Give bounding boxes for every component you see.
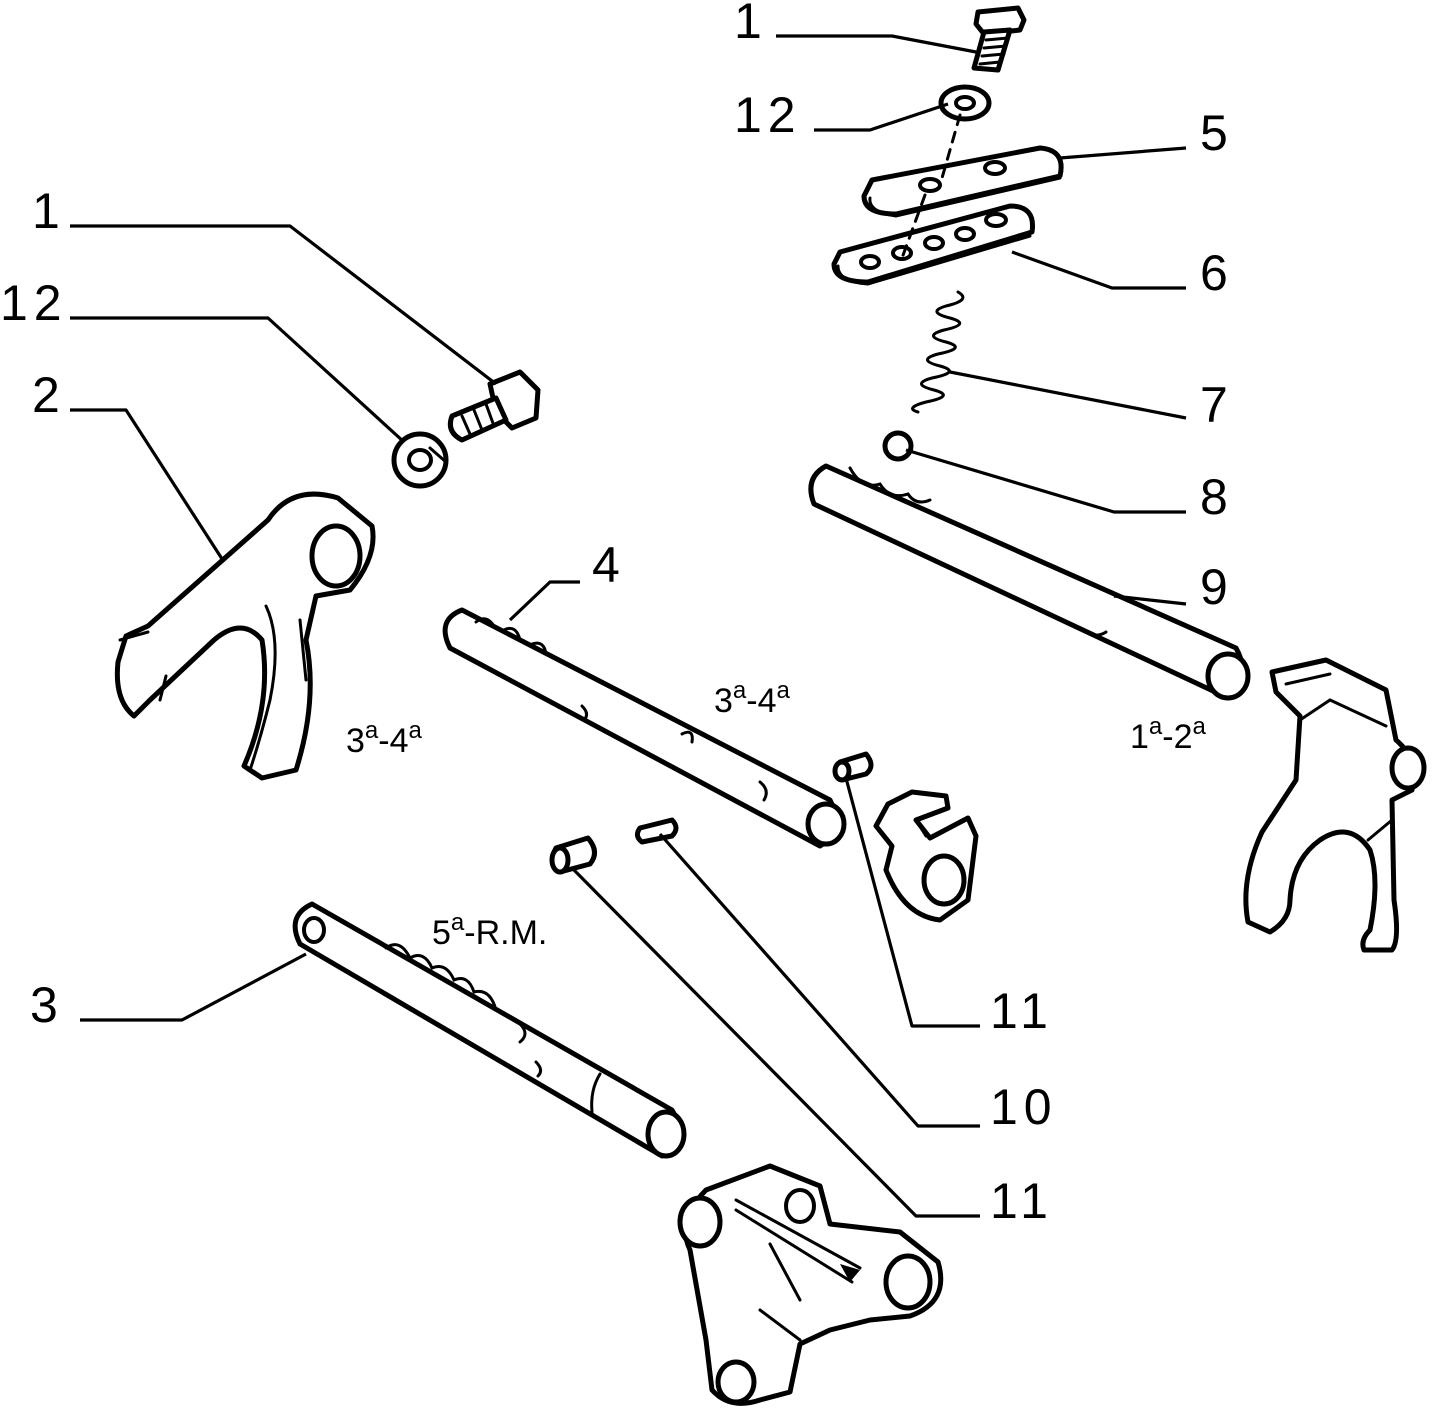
part-11-pin-upper bbox=[832, 751, 874, 783]
callout-6: 6 bbox=[1200, 245, 1234, 301]
callout-7: 7 bbox=[1200, 377, 1234, 433]
callout-3: 3 bbox=[30, 977, 64, 1033]
gear-label-sep: - bbox=[378, 722, 389, 760]
part-1-bolt-left bbox=[447, 369, 541, 443]
callout-11-lower: 11 bbox=[990, 1173, 1054, 1229]
part-7-spring bbox=[911, 290, 965, 414]
selector-block bbox=[873, 789, 979, 923]
callout-8: 8 bbox=[1200, 469, 1234, 525]
part-5-plate bbox=[861, 145, 1064, 218]
callout-1-left: 1 bbox=[32, 183, 66, 239]
gear-label-base: 4 bbox=[758, 682, 777, 720]
leader-7 bbox=[949, 370, 1187, 420]
leader-3 bbox=[80, 952, 307, 1022]
part-2-fork bbox=[114, 491, 376, 781]
part-12-washer-top bbox=[938, 84, 992, 122]
callout-12-left: 12 bbox=[0, 275, 68, 331]
gear-label-fork-3-4: 3a-4a bbox=[346, 717, 423, 760]
gear-label-sup: a bbox=[451, 909, 465, 936]
leader-9 bbox=[1113, 594, 1187, 606]
callout-12-top: 12 bbox=[734, 87, 802, 143]
callout-4: 4 bbox=[592, 537, 626, 593]
part-8-ball bbox=[882, 430, 914, 462]
leader-6 bbox=[1011, 250, 1186, 290]
gear-label-sep: - bbox=[1162, 718, 1173, 756]
part-12-washer-left bbox=[391, 431, 449, 489]
gear-label-base: 1 bbox=[1130, 718, 1149, 756]
gear-label-sup: a bbox=[365, 717, 379, 744]
gear-label-base: R.M. bbox=[476, 914, 548, 952]
gear-label-base: 3 bbox=[346, 722, 365, 760]
callout-1-top: 1 bbox=[734, 0, 768, 49]
leader-2 bbox=[70, 408, 226, 563]
part-4-rod bbox=[442, 607, 847, 849]
gear-label-rod-1-2: 1a-2a bbox=[1130, 713, 1207, 756]
part-11-pin-lower bbox=[549, 835, 597, 875]
leader-11-lower bbox=[572, 868, 980, 1218]
gear-label-sup: a bbox=[777, 677, 791, 704]
leader-12-top bbox=[814, 102, 949, 132]
gear-label-sup: a bbox=[1193, 713, 1207, 740]
leader-4 bbox=[508, 580, 580, 622]
gear-label-base: 4 bbox=[390, 722, 409, 760]
part-1-bolt-top bbox=[971, 5, 1027, 73]
gear-label-sup: a bbox=[733, 677, 747, 704]
callout-5: 5 bbox=[1200, 105, 1234, 161]
gear-label-sep: - bbox=[464, 914, 475, 952]
leader-11-upper bbox=[844, 777, 980, 1028]
gear-label-rod-5-rm: 5a-R.M. bbox=[432, 909, 547, 952]
gear-label-sup: a bbox=[1149, 713, 1163, 740]
leader-12-left bbox=[70, 316, 406, 444]
fork-right bbox=[1243, 657, 1427, 953]
leader-1-left bbox=[70, 224, 497, 386]
part-9-rod bbox=[808, 463, 1251, 701]
leader-5 bbox=[1059, 146, 1187, 160]
part-3-rod bbox=[292, 901, 687, 1159]
part-10-roll-pin bbox=[634, 817, 679, 845]
callout-9: 9 bbox=[1200, 559, 1234, 615]
callout-10: 10 bbox=[990, 1079, 1058, 1135]
leader-10 bbox=[658, 832, 980, 1128]
callout-11-upper: 11 bbox=[990, 983, 1054, 1039]
selector-bracket bbox=[677, 1163, 944, 1406]
gear-label-base: 5 bbox=[432, 914, 451, 952]
part-6-plate bbox=[831, 203, 1036, 286]
gear-label-rod-3-4: 3a-4a bbox=[714, 677, 791, 720]
callout-2: 2 bbox=[32, 367, 66, 423]
gear-label-sup: a bbox=[409, 717, 423, 744]
gear-label-base: 3 bbox=[714, 682, 733, 720]
gear-label-base: 2 bbox=[1174, 718, 1193, 756]
leader-8 bbox=[905, 448, 1186, 514]
leader-1-top bbox=[776, 34, 977, 54]
gear-label-sep: - bbox=[746, 682, 757, 720]
